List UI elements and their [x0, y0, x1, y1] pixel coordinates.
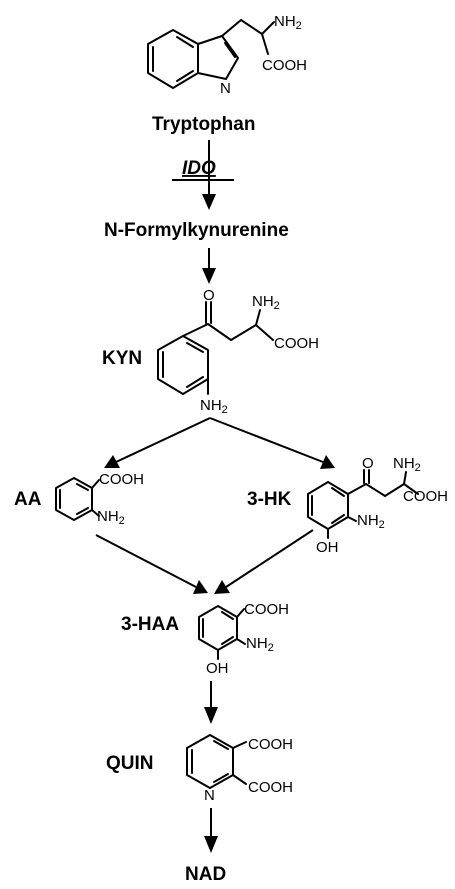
- hk-keto-o: O: [362, 455, 374, 472]
- tryptophan-ring-n: N: [220, 80, 231, 97]
- haa-structure: [198, 605, 246, 660]
- hk-amine: NH2: [393, 455, 421, 474]
- quin-structure: [186, 734, 247, 789]
- quin-carboxyl-3: COOH: [248, 736, 293, 753]
- hk-aryl-amine: NH2: [357, 512, 385, 531]
- tryptophan-structure: [147, 19, 275, 89]
- aa-amine: NH2: [97, 508, 125, 527]
- hk-carboxyl: COOH: [403, 488, 448, 505]
- arrow-haa-to-quin: [204, 681, 218, 724]
- aa-structure: [55, 477, 100, 521]
- aa-carboxyl: COOH: [99, 471, 144, 488]
- quin-carboxyl-2: COOH: [248, 779, 293, 796]
- arrow-quin-to-nad: [204, 808, 218, 853]
- kyn-carboxyl: COOH: [274, 335, 319, 352]
- kyn-keto-o: O: [203, 287, 215, 304]
- kyn-amine: NH2: [252, 293, 280, 312]
- haa-carboxyl: COOH: [244, 601, 289, 618]
- arrow-nfk-to-kyn: [202, 248, 216, 284]
- arrow-trp-to-nfk: [172, 140, 234, 210]
- aa-label: AA: [14, 489, 42, 510]
- tryptophan-label: Tryptophan: [152, 114, 255, 135]
- arrow-kyn-to-hk: [209, 417, 335, 469]
- hk-hydroxyl: OH: [316, 539, 339, 556]
- kyn-structure: [157, 301, 274, 395]
- arrow-aa-to-haa: [95, 534, 208, 594]
- quin-label: QUIN: [106, 753, 154, 774]
- haa-amine: NH2: [246, 635, 274, 654]
- hk-structure: [307, 469, 419, 539]
- haa-label: 3-HAA: [121, 614, 179, 635]
- hk-label: 3-HK: [247, 489, 292, 510]
- arrow-hk-to-haa: [214, 529, 314, 594]
- haa-hydroxyl: OH: [206, 660, 229, 677]
- quin-ring-n: N: [204, 787, 215, 804]
- kyn-label: KYN: [102, 348, 142, 369]
- ido-enzyme-label: IDO: [182, 158, 216, 179]
- nfk-label: N-Formylkynurenine: [104, 220, 289, 241]
- tryptophan-carboxyl: COOH: [262, 57, 307, 74]
- nad-label: NAD: [185, 864, 226, 885]
- tryptophan-amine: NH2: [274, 13, 302, 32]
- kyn-aryl-amine: NH2: [200, 397, 228, 416]
- arrow-kyn-to-aa: [104, 417, 211, 468]
